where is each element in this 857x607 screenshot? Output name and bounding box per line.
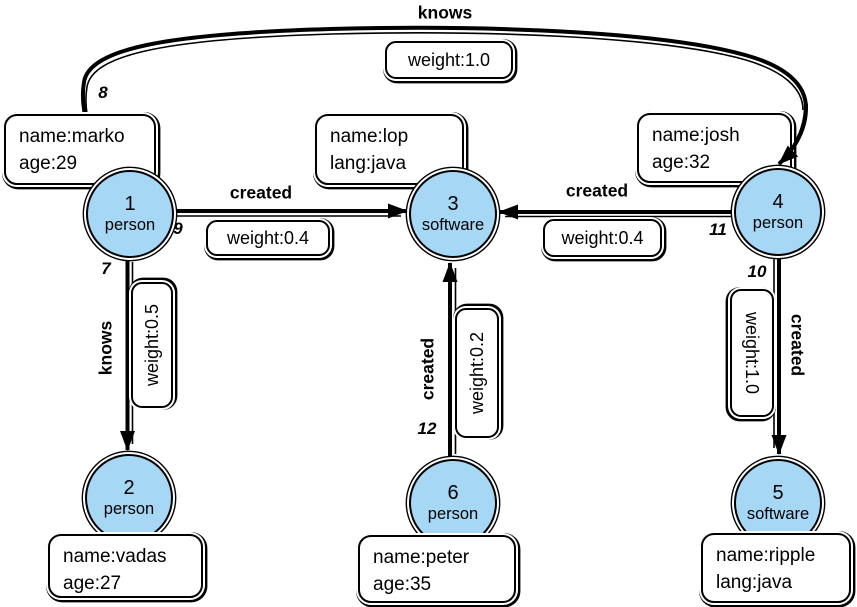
- edge-weight-box-8: weight:1.0: [385, 41, 513, 79]
- edge-weight-box-9: weight:0.4: [206, 220, 330, 256]
- node-4: 4 person: [734, 168, 822, 256]
- property-line: name:peter: [373, 547, 470, 568]
- edge-weight-text: weight:0.2: [466, 331, 487, 415]
- node-id: 4: [772, 191, 784, 213]
- property-line: lang:java: [716, 572, 793, 593]
- edge-label-created-10: created: [787, 313, 808, 377]
- edge-label-knows-8: knows: [417, 2, 473, 23]
- property-line: name:marko: [19, 126, 125, 147]
- node-6: 6 person: [409, 459, 497, 547]
- edge-label-knows-7: knows: [95, 320, 116, 376]
- edge-id-12: 12: [417, 419, 437, 438]
- edge-label-created-9: created: [229, 182, 293, 203]
- node-id: 6: [447, 482, 459, 504]
- edge-weight-box-10: weight:1.0: [730, 289, 774, 417]
- node-5: 5 software: [734, 459, 822, 547]
- property-line: name:vadas: [63, 546, 167, 567]
- node-type: software: [746, 505, 810, 523]
- edge-8-arrowhead: [777, 103, 808, 166]
- property-line: age:27: [63, 573, 122, 594]
- node-2: 2 person: [85, 454, 173, 542]
- property-line: lang:java: [330, 153, 407, 174]
- edge-label-created-11: created: [565, 180, 629, 201]
- edge-weight-text: weight:1.0: [742, 311, 763, 395]
- edge-id-8: 8: [98, 83, 108, 102]
- property-line: age:32: [652, 152, 711, 173]
- edge-id-10: 10: [747, 262, 767, 281]
- edge-label-created-12: created: [417, 337, 438, 401]
- property-box-lop: name:lop lang:java: [315, 114, 464, 185]
- edge-8-echo: [85, 32, 804, 183]
- edge-id-9: 9: [173, 219, 183, 238]
- edge-weight-text: weight:1.0: [407, 49, 491, 70]
- node-id: 1: [124, 193, 136, 215]
- property-box-vadas: name:vadas age:27: [48, 534, 203, 598]
- property-line: age:29: [19, 153, 78, 174]
- node-id: 2: [123, 477, 135, 499]
- property-box-peter: name:peter age:35: [358, 535, 516, 603]
- edge-weight-text: weight:0.4: [561, 227, 644, 248]
- node-type: software: [421, 216, 485, 234]
- node-type: person: [103, 500, 155, 518]
- node-type: person: [752, 214, 804, 232]
- property-line: name:josh: [652, 125, 740, 146]
- edge-id-11: 11: [709, 220, 727, 239]
- node-id: 3: [447, 193, 459, 215]
- edge-weight-text: weight:0.4: [226, 227, 310, 248]
- node-type: person: [104, 216, 156, 234]
- property-line: age:35: [373, 574, 432, 595]
- edge-weight-box-7: weight:0.5: [131, 282, 173, 408]
- node-type: person: [427, 505, 479, 523]
- edge-weight-box-12: weight:0.2: [455, 308, 499, 438]
- node-1: 1 person: [86, 170, 174, 258]
- property-line: name:ripple: [716, 545, 816, 566]
- edge-weight-box-11: weight:0.4: [543, 219, 662, 257]
- property-line: name:lop: [330, 126, 409, 147]
- node-3: 3 software: [409, 170, 497, 258]
- edge-8-line: [80, 25, 809, 180]
- edge-id-7: 7: [101, 259, 111, 278]
- node-id: 5: [772, 482, 784, 504]
- property-box-ripple: name:ripple lang:java: [701, 533, 851, 603]
- edge-weight-text: weight:0.5: [141, 303, 162, 387]
